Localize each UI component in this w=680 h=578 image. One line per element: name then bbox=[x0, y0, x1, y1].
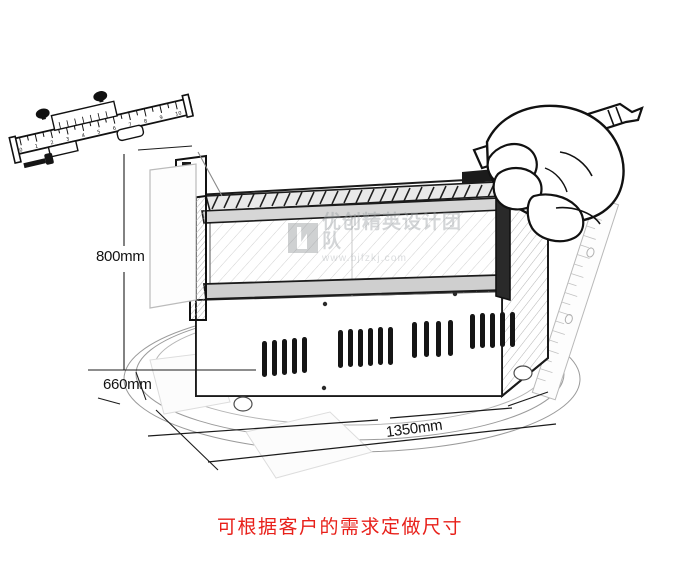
vernier-caliper: 0 1 2 3 4 5 6 7 8 9 10 bbox=[8, 91, 195, 169]
dimension-label-depth: 660mm bbox=[103, 376, 152, 393]
ruler-tool bbox=[531, 196, 620, 401]
dimension-lines bbox=[88, 145, 557, 471]
cabinet-screws bbox=[321, 291, 458, 391]
svg-text:5: 5 bbox=[97, 129, 101, 136]
svg-text:10: 10 bbox=[175, 110, 183, 117]
svg-text:1: 1 bbox=[34, 144, 38, 151]
svg-text:9: 9 bbox=[159, 115, 163, 122]
cabinet-left-side-panel bbox=[149, 163, 197, 309]
svg-text:4: 4 bbox=[81, 133, 85, 140]
svg-text:2: 2 bbox=[50, 140, 54, 147]
svg-text:8: 8 bbox=[144, 118, 148, 125]
vent-group-2 bbox=[338, 327, 393, 368]
vent-group-4 bbox=[470, 312, 515, 349]
ventilation-slots bbox=[262, 312, 515, 377]
svg-text:6: 6 bbox=[112, 126, 116, 133]
vent-group-3 bbox=[412, 320, 453, 358]
dimension-label-height: 800mm bbox=[96, 248, 145, 265]
customization-note: 可根据客户的需求定做尺寸 bbox=[216, 517, 463, 538]
hand-holding-pencil bbox=[472, 102, 644, 243]
svg-text:7: 7 bbox=[128, 122, 132, 129]
svg-text:0: 0 bbox=[19, 147, 23, 154]
vent-group-1 bbox=[262, 337, 307, 377]
svg-text:3: 3 bbox=[66, 136, 70, 143]
cabinet-casters bbox=[233, 365, 533, 412]
